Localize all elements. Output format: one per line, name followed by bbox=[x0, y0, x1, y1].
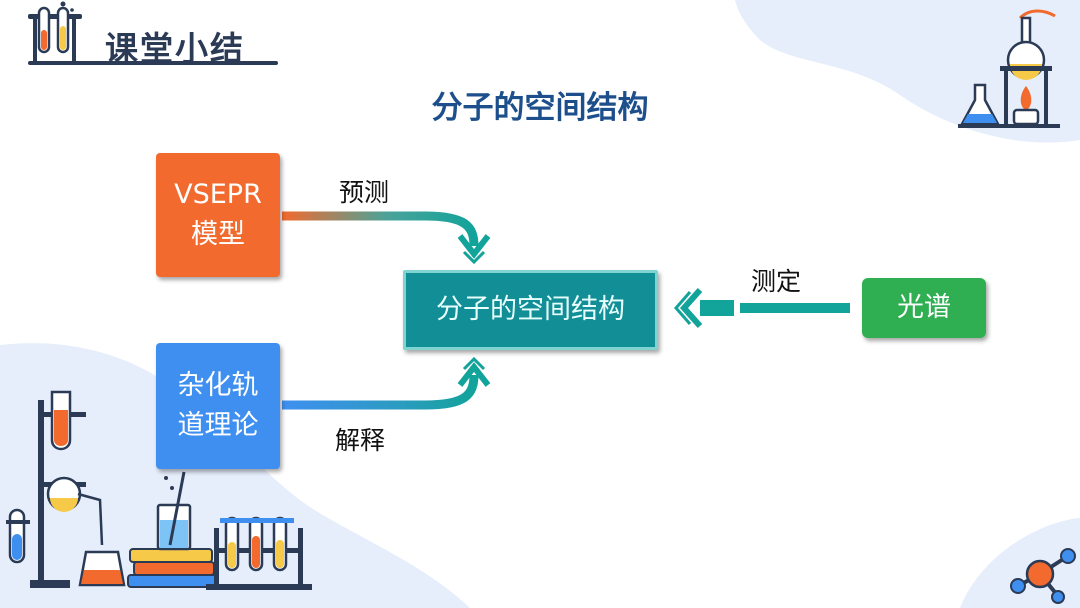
node-vsepr-line1: VSEPR bbox=[174, 179, 262, 210]
lab-stand-icon bbox=[6, 390, 126, 588]
node-spectrum-label: 光谱 bbox=[897, 292, 951, 323]
molecule-icon bbox=[1010, 548, 1076, 604]
flask-burner-icon bbox=[958, 9, 1060, 128]
decor-blob-top-right bbox=[735, 0, 1080, 143]
decor-blob-bottom-left bbox=[0, 343, 470, 608]
edge-label-explain: 解释 bbox=[335, 426, 386, 455]
node-vsepr-model: VSEPR 模型 bbox=[156, 153, 280, 277]
node-hybrid-line2: 道理论 bbox=[177, 410, 259, 441]
test-tube-rack-icon bbox=[206, 516, 312, 590]
node-hybrid-orbital-theory: 杂化轨 道理论 bbox=[156, 343, 280, 469]
edge-label-predict: 预测 bbox=[339, 178, 390, 207]
arrow-predict bbox=[282, 211, 491, 265]
test-tubes-icon bbox=[28, 1, 82, 65]
node-spectrum: 光谱 bbox=[862, 278, 986, 338]
books-beaker-icon bbox=[127, 471, 217, 588]
node-molecular-structure: 分子的空间结构 bbox=[403, 270, 658, 350]
diagram-title: 分子的空间结构 bbox=[431, 90, 649, 126]
edge-label-measure: 测定 bbox=[751, 267, 802, 296]
section-title-underline bbox=[28, 61, 278, 65]
node-hybrid-line1: 杂化轨 bbox=[177, 370, 259, 401]
arrow-explain bbox=[282, 356, 491, 410]
node-center-label: 分子的空间结构 bbox=[436, 294, 625, 325]
node-vsepr-line2: 模型 bbox=[191, 219, 245, 250]
arrow-measure bbox=[674, 288, 850, 328]
